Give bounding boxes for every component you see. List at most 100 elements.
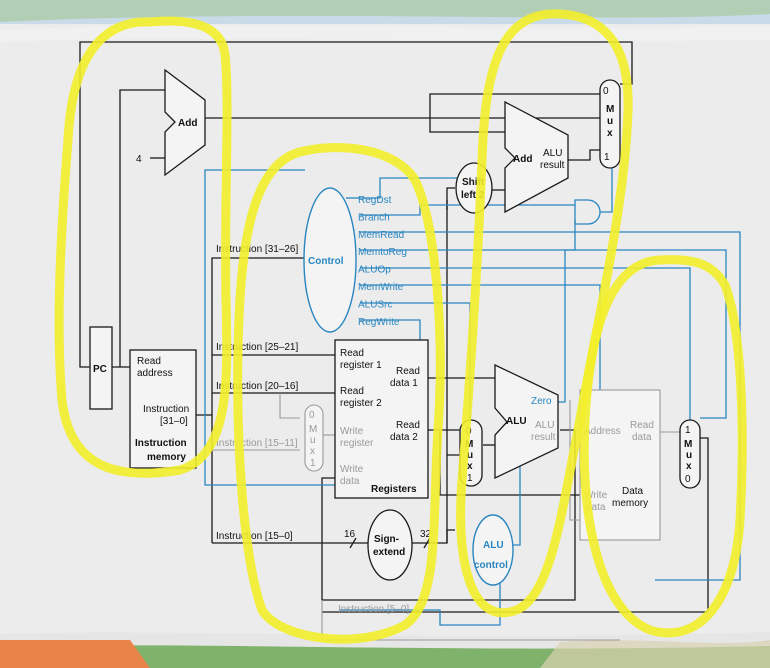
instr-25-21: Instruction [25–21] xyxy=(216,342,298,353)
main-alu: ALU Zero ALU result xyxy=(494,363,559,480)
reg-write-reg-b: register xyxy=(340,438,374,449)
mux-top-x: x xyxy=(607,128,613,139)
reg-read-data2-a: Read xyxy=(396,420,420,431)
imem-title-2: memory xyxy=(147,452,186,463)
sign-out-width: 32 xyxy=(420,529,432,540)
control-signal-aluop: ALUOp xyxy=(358,265,391,276)
control-signal-memread: MemRead xyxy=(358,230,404,241)
reg-write-reg-a: Write xyxy=(340,426,364,437)
regdst-m: M xyxy=(309,424,317,435)
alu-zero: Zero xyxy=(531,396,552,407)
constant-four: 4 xyxy=(136,154,142,165)
regdst-x: x xyxy=(310,446,315,457)
pc-adder-label: Add xyxy=(178,118,197,129)
pc-adder: Add xyxy=(164,68,206,177)
shift-label-2: left 2 xyxy=(461,190,485,201)
mux-top-u: u xyxy=(607,116,613,127)
instr-31-26: Instruction [31–26] xyxy=(216,244,298,255)
control-signal-labels: RegDstBranchMemReadMemtoRegALUOpMemWrite… xyxy=(358,195,407,328)
regdst-in0: 0 xyxy=(309,410,315,421)
control-signal-memwrite: MemWrite xyxy=(358,282,404,293)
branch-result-label: result xyxy=(540,160,565,171)
control-signal-regwrite: RegWrite xyxy=(358,317,400,328)
sign-extend-1: Sign- xyxy=(374,534,399,545)
branch-alu-label: ALU xyxy=(543,148,562,159)
imem-title-1: Instruction xyxy=(135,438,187,449)
reg-read-reg2-b: register 2 xyxy=(340,398,382,409)
control-label: Control xyxy=(308,256,344,267)
memtoreg-x: x xyxy=(686,461,692,472)
data-memory: Address Read data Write data Data memory xyxy=(579,389,661,541)
dmem-write-2: data xyxy=(586,502,606,513)
regdst-mux: 0 M u x 1 xyxy=(304,404,324,472)
pc-source-mux: 0 M u x 1 xyxy=(599,79,621,169)
imem-instruction: Instruction xyxy=(143,404,189,415)
highlighter-annotations xyxy=(54,9,747,644)
highlight-execute xyxy=(456,9,633,618)
instr-20-16: Instruction [20–16] xyxy=(216,381,298,392)
sign-in-width: 16 xyxy=(344,529,356,540)
memtoreg-in0: 0 xyxy=(685,474,691,485)
imem-read: Read xyxy=(137,356,161,367)
control-signal-branch: Branch xyxy=(358,212,390,223)
instr-15-0: Instruction [15–0] xyxy=(216,531,293,542)
mux-top-in0: 0 xyxy=(603,86,609,97)
alu-result-2: result xyxy=(531,432,556,443)
mux-top-in1: 1 xyxy=(604,152,610,163)
memtoreg-m: M xyxy=(684,439,692,450)
alu-result-1: ALU xyxy=(535,420,554,431)
black-wires xyxy=(79,41,709,613)
dmem-read-1: Read xyxy=(630,420,654,431)
control-unit: Control RegDstBranchMemReadMemtoRegALUOp… xyxy=(303,187,407,333)
instr-15-11: Instruction [15–11] xyxy=(216,438,298,449)
alusrc-in1: 1 xyxy=(467,473,473,484)
sign-extend: Sign- extend 16 32 xyxy=(344,509,432,581)
imem-address: address xyxy=(137,368,173,379)
shift-left-2: Shift left 2 xyxy=(455,162,493,214)
highlight-fetch xyxy=(54,16,232,478)
alu-control-1: ALU xyxy=(483,540,504,551)
alusrc-u: u xyxy=(467,450,473,461)
branch-adder: Add ALU result xyxy=(504,100,569,214)
reg-read-reg1-a: Read xyxy=(340,348,364,359)
reg-read-data2-b: data 2 xyxy=(390,432,418,443)
reg-read-data1-b: data 1 xyxy=(390,378,418,389)
alu-control: ALU control xyxy=(472,514,514,586)
dmem-read-2: data xyxy=(632,432,652,443)
control-signal-memtoreg: MemtoReg xyxy=(358,247,407,258)
highlight-memory xyxy=(579,255,747,638)
alu-control-2: control xyxy=(474,560,508,571)
control-signal-regdst: RegDst xyxy=(358,195,392,206)
dmem-title-2: memory xyxy=(612,498,648,509)
dmem-write-1: Write xyxy=(584,490,608,501)
alusrc-x: x xyxy=(467,461,473,472)
reg-read-reg2-a: Read xyxy=(340,386,364,397)
reg-read-reg1-b: register 1 xyxy=(340,360,382,371)
branch-adder-label: Add xyxy=(513,154,532,165)
dmem-title-1: Data xyxy=(622,486,644,497)
instr-5-0: Instruction [5–0] xyxy=(338,604,409,615)
control-signal-alusrc: ALUSrc xyxy=(358,299,392,310)
reg-write-data-b: data xyxy=(340,476,360,487)
regdst-u: u xyxy=(310,435,316,446)
sign-extend-2: extend xyxy=(373,547,405,558)
dmem-address: Address xyxy=(584,426,621,437)
alu-label: ALU xyxy=(506,416,527,427)
register-file: Read register 1 Read register 2 Write re… xyxy=(334,339,429,499)
registers-title: Registers xyxy=(371,484,417,495)
reg-read-data1-a: Read xyxy=(396,366,420,377)
memtoreg-mux: 1 M u x 0 xyxy=(679,419,701,489)
regdst-in1: 1 xyxy=(310,458,316,469)
memtoreg-u: u xyxy=(686,450,692,461)
imem-bits: [31–0] xyxy=(160,416,188,427)
memtoreg-in1: 1 xyxy=(685,425,691,436)
shift-label-1: Shift xyxy=(462,177,485,188)
pc-label: PC xyxy=(93,364,107,375)
mux-top-m: M xyxy=(606,104,614,115)
highlight-decode xyxy=(233,143,445,644)
reg-write-data-a: Write xyxy=(340,464,364,475)
pc-register: PC xyxy=(89,326,113,410)
instruction-memory: Read address Instruction [31–0] Instruct… xyxy=(129,349,197,469)
